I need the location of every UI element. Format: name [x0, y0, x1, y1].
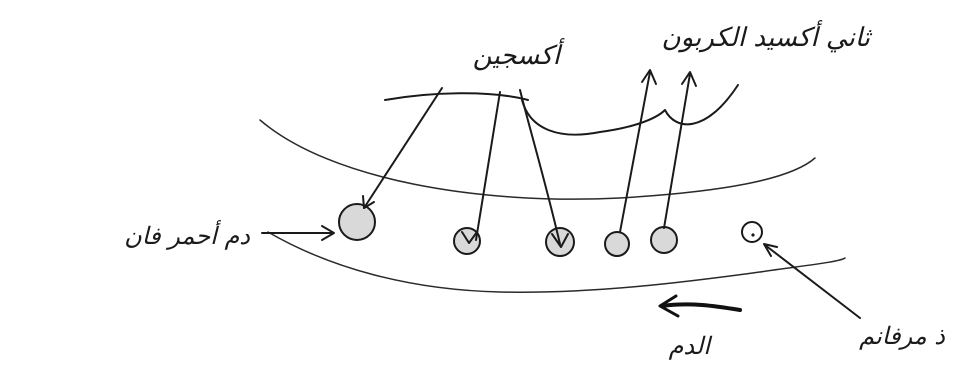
oxygen-arrow-2	[476, 92, 500, 240]
alveolus-wall-left	[385, 93, 528, 100]
oxygen-arrow-3	[520, 90, 560, 244]
label-red-blood-cell: دم أحمر فان	[124, 220, 250, 250]
red-blood-cell-3	[605, 232, 629, 256]
alveolus-wall-right	[522, 85, 738, 135]
oxygen-arrow-1	[364, 88, 442, 208]
label-carbon-dioxide: ثاني أكسيد الكربون	[662, 20, 873, 53]
plasma-label-arrow	[765, 245, 860, 318]
co2-arrow-2	[664, 74, 690, 228]
red-blood-cell-dot	[751, 233, 754, 236]
label-oxygen: أكسجين	[473, 38, 565, 71]
red-blood-cell-large	[339, 204, 375, 240]
blood-flow-arrow	[662, 304, 740, 310]
co2-arrow-1	[620, 72, 650, 232]
red-blood-cell-4	[651, 227, 677, 253]
label-blood: الدم	[669, 332, 713, 360]
label-plasma: ذ مرفانم	[859, 322, 945, 350]
red-blood-cell-deoxygenated	[742, 222, 762, 242]
